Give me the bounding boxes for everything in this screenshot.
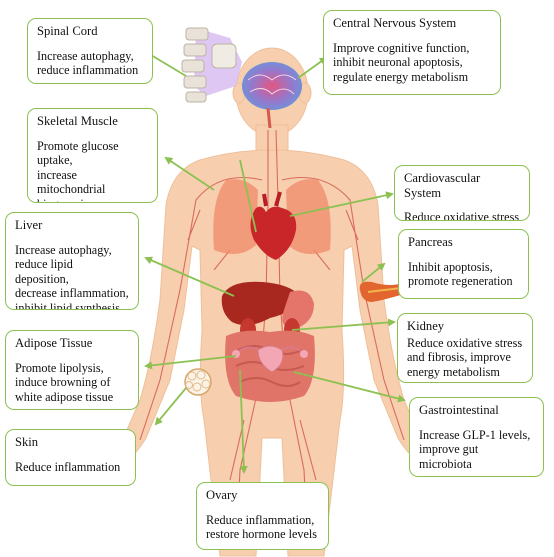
- box-liver: Liver Increase autophagy, reduce lipid d…: [5, 212, 139, 310]
- box-title: Adipose Tissue: [15, 336, 93, 350]
- adipose-illustration: [184, 368, 212, 396]
- box-text: Promote glucose uptake, increase mitocho…: [37, 138, 119, 202]
- arrow-skeletal-muscle: [164, 156, 215, 191]
- arrow-cns: [297, 56, 328, 79]
- box-title: Skeletal Muscle: [37, 114, 118, 128]
- box-text: Reduce oxidative stress: [404, 210, 520, 221]
- box-title: Ovary: [206, 488, 238, 502]
- lungs-illustration: [213, 179, 331, 254]
- box-title: Cardiovascular System: [404, 171, 481, 200]
- brain-illustration: [242, 62, 302, 129]
- box-pancreas: Pancreas Inhibit apoptosis, promote rege…: [398, 229, 529, 299]
- box-text: Promote lipolysis, induce browning of wh…: [15, 360, 114, 404]
- box-skeletal-muscle: Skeletal Muscle Promote glucose uptake, …: [27, 108, 158, 203]
- box-text: Reduce inflammation: [15, 459, 121, 474]
- box-central-nervous-system: Central Nervous System Improve cognitive…: [323, 10, 501, 95]
- box-text: Reduce inflammation, restore hormone lev…: [206, 512, 318, 542]
- box-kidney: Kidney Reduce oxidative stress and fibro…: [397, 313, 533, 383]
- liver-illustration: [221, 281, 300, 326]
- arrow-kidney: [291, 318, 396, 331]
- arrow-cardiovascular-1: [239, 159, 257, 233]
- arrow-cardiovascular-2: [289, 191, 394, 217]
- box-text: Increase autophagy, reduce inflammation: [37, 48, 139, 78]
- box-ovary: Ovary Reduce inflammation, restore hormo…: [196, 482, 329, 550]
- box-spinal-cord: Spinal Cord Increase autophagy, reduce i…: [27, 18, 153, 84]
- box-title: Spinal Cord: [37, 24, 98, 38]
- arrow-gastrointestinal: [293, 371, 406, 403]
- ovary-illustration: [232, 345, 308, 373]
- spine-illustration: [181, 27, 242, 103]
- box-text: Improve cognitive function, inhibit neur…: [333, 40, 470, 84]
- box-adipose-tissue: Adipose Tissue Promote lipolysis, induce…: [5, 330, 139, 410]
- arrow-skin: [154, 387, 187, 426]
- box-title: Gastrointestinal: [419, 403, 499, 417]
- arrow-adipose: [144, 355, 237, 370]
- arrow-ovary: [239, 369, 248, 474]
- box-text: Inhibit apoptosis, promote regeneration: [408, 259, 513, 289]
- box-title: Central Nervous System: [333, 16, 457, 30]
- heart-illustration: [250, 191, 297, 260]
- box-gastrointestinal: Gastrointestinal Increase GLP-1 levels, …: [409, 397, 544, 477]
- box-skin: Skin Reduce inflammation: [5, 429, 136, 486]
- arrow-liver: [144, 256, 235, 297]
- box-text: Reduce oxidative stress and fibrosis, im…: [407, 335, 523, 379]
- box-title: Kidney: [407, 319, 445, 333]
- connector-arrows: [144, 50, 406, 474]
- box-title: Skin: [15, 435, 39, 449]
- box-title: Liver: [15, 218, 43, 232]
- box-cardiovascular-system: Cardiovascular System Reduce oxidative s…: [394, 165, 530, 221]
- arrow-pancreas: [361, 262, 386, 283]
- box-text: Increase autophagy, reduce lipid deposit…: [15, 242, 129, 310]
- box-text: Increase GLP-1 levels, improve gut micro…: [419, 427, 531, 471]
- box-title: Pancreas: [408, 235, 453, 249]
